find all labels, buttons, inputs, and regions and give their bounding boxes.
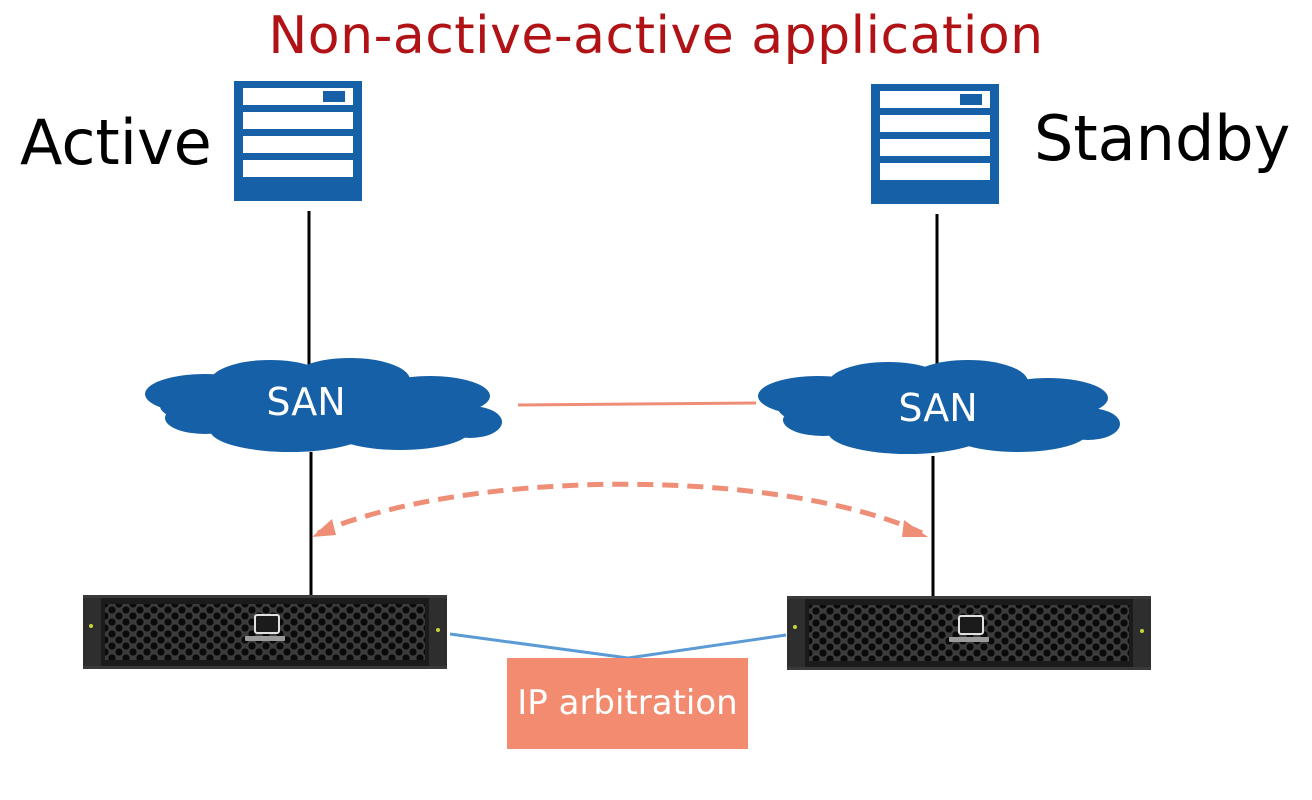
active-label: Active [20, 106, 212, 179]
cloud-icon [145, 358, 502, 452]
diagram-title: Non-active-active application [268, 6, 1044, 66]
storage-logo-icon [958, 615, 984, 635]
storage-array-standby [787, 596, 1151, 670]
storage-logo-icon [254, 614, 280, 634]
active-server-icon [234, 81, 362, 201]
san-label-left: SAN [266, 380, 346, 424]
storage-array-active [83, 595, 447, 669]
standby-label: Standby [1034, 102, 1291, 175]
arbitration-link [449, 632, 787, 660]
san-label-right: SAN [898, 386, 978, 430]
san-interconnect [517, 401, 757, 407]
replication-arrowhead-right [902, 520, 928, 537]
standby-server-icon [871, 84, 999, 204]
ip-arbitration-box: IP arbitration [507, 658, 748, 749]
san-cloud-right: SAN [748, 360, 1128, 460]
cloud-icon [758, 360, 1120, 454]
replication-arc [317, 481, 924, 536]
san-cloud-left: SAN [130, 358, 510, 458]
replication-arrowhead-left [312, 519, 336, 537]
